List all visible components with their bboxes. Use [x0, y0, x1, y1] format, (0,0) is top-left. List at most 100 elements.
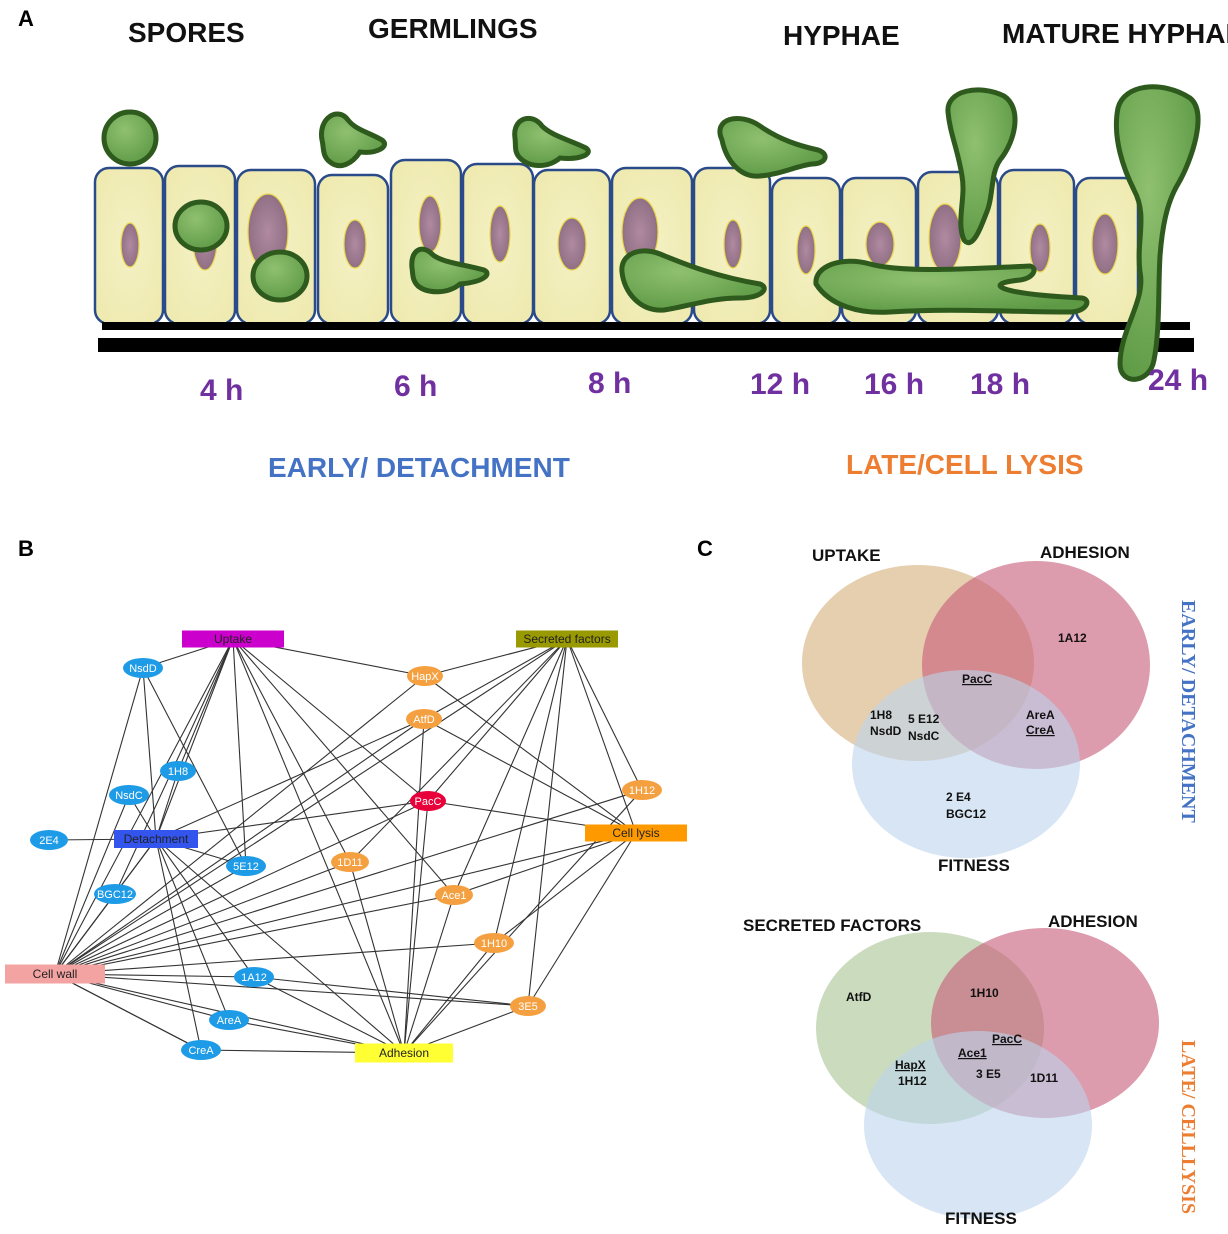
network-node-label: HapX: [411, 671, 439, 683]
network-node-adhesion: Adhesion: [355, 1043, 453, 1063]
time-label-6h: 6 h: [394, 370, 437, 403]
network-node-label: Secreted factors: [523, 632, 610, 646]
network-node-shape: [474, 933, 514, 953]
network-node-label: BGC12: [97, 889, 133, 901]
network-edge-uptake-d1D11: [232, 638, 351, 863]
network-node-detachment: Detachment: [114, 830, 198, 848]
network-edge-secreted-atfD: [423, 638, 568, 720]
venn-item: AreA: [1026, 708, 1055, 722]
time-label-24h: 24 h: [1148, 364, 1208, 397]
spore: [101, 109, 159, 167]
nucleus: [120, 222, 140, 268]
network-node-shape: [114, 830, 198, 848]
network-node-shape: [435, 885, 473, 905]
venn-item: Ace1: [958, 1046, 987, 1060]
network-node-shape: [5, 964, 105, 984]
network-edge-h1H12-cellwall: [54, 789, 643, 975]
network-edge-secreted-e3E5: [527, 638, 568, 1007]
phase-label-early: EARLY/ DETACHMENT: [268, 452, 570, 483]
network-edge-secreted-d1D11: [349, 638, 568, 863]
nucleus: [343, 219, 367, 269]
network-node-label: NsdC: [115, 790, 143, 802]
network-node-shape: [355, 1043, 453, 1063]
network-edge-uptake-h1H8: [177, 638, 234, 772]
mature-hypha: [945, 87, 1018, 245]
venn-title-fitness: FITNESS: [938, 856, 1010, 875]
network-node-shape: [510, 996, 546, 1016]
network-node-shape: [516, 630, 618, 648]
network-edge-detachment-adhesion: [155, 838, 405, 1054]
substrate-line-top: [102, 322, 1190, 330]
hypha: [813, 258, 1090, 315]
network-edge-d1D11-adhesion: [349, 861, 405, 1054]
venn-item: BGC12: [946, 807, 986, 821]
venn-item: CreA: [1026, 723, 1055, 737]
time-label-18h: 18 h: [970, 368, 1030, 401]
network-node-nsdC: NsdC: [109, 785, 149, 805]
venn-item: 2 E4: [946, 790, 971, 804]
spore: [250, 249, 310, 303]
time-label-16h: 16 h: [864, 368, 924, 401]
network-node-shape: [585, 824, 687, 842]
germling: [409, 246, 490, 295]
network-edge-uptake-pacC: [232, 638, 429, 802]
network-edge-a1A12-adhesion: [253, 976, 405, 1054]
venn-item: 1H10: [970, 986, 999, 1000]
network-node-e3E5: 3E5: [510, 996, 546, 1016]
network-node-label: 1H10: [481, 938, 507, 950]
network-edge-secreted-h1H12: [566, 638, 643, 791]
network-node-label: PacC: [415, 796, 442, 808]
nucleus: [723, 219, 743, 269]
network-node-a1A12: 1A12: [234, 967, 274, 987]
venn-title-fitness: FITNESS: [945, 1209, 1017, 1228]
network-node-e5E12: 5E12: [226, 856, 266, 876]
network-edge-nsdD-e5E12: [142, 667, 247, 867]
venn-title-uptake: UPTAKE: [812, 546, 881, 565]
network-node-label: 3E5: [518, 1001, 538, 1013]
network-node-label: AtfD: [413, 714, 434, 726]
network-node-pacC: PacC: [410, 791, 446, 811]
network-node-label: 5E12: [233, 861, 259, 873]
network-edge-pacC-cellwall: [54, 800, 429, 975]
network-node-label: 1H8: [168, 766, 188, 778]
network-edge-hapX-cellwall: [54, 675, 426, 975]
network-node-atfD: AtfD: [406, 709, 442, 729]
stage-label-mature-hyphae: MATURE HYPHAE: [1002, 18, 1228, 49]
venn-item: 1H8: [870, 708, 892, 722]
network-node-shape: [410, 791, 446, 811]
network-edge-atfD-celllysis: [423, 718, 637, 834]
network-node-shape: [94, 884, 136, 904]
venn-item: PacC: [992, 1032, 1022, 1046]
network-node-creA: CreA: [181, 1040, 221, 1060]
network-edge-secreted-h1H10: [493, 638, 568, 944]
network-node-shape: [407, 666, 443, 686]
network-edge-detachment-atfD: [155, 718, 425, 840]
network-node-shape: [234, 967, 274, 987]
network-edge-uptake-ace1: [232, 638, 455, 896]
time-label-12h: 12 h: [750, 368, 810, 401]
network-edge-atfD-cellwall: [54, 718, 425, 975]
network-node-label: AreA: [217, 1015, 242, 1027]
venn-title-adhesion: ADHESION: [1040, 543, 1130, 562]
venn-item: 3 E5: [976, 1067, 1001, 1081]
network-edge-cellwall-e5E12: [54, 865, 247, 975]
network-node-d1D11: 1D11: [331, 852, 369, 872]
network-node-h1H10: 1H10: [474, 933, 514, 953]
network-edge-uptake-e5E12: [232, 638, 247, 867]
network-node-label: Detachment: [124, 832, 189, 846]
substrate-line-bottom: [98, 338, 1194, 352]
network-node-celllysis: Cell lysis: [585, 824, 687, 842]
network-node-shape: [109, 785, 149, 805]
network-node-hapX: HapX: [407, 666, 443, 686]
venn-early: UPTAKE ADHESION FITNESS 1A12 PacC 1H8 Ns…: [802, 543, 1199, 875]
venn-item: 5 E12: [908, 712, 940, 726]
network-edge-secreted-cellwall: [54, 638, 568, 975]
network-node-label: Cell wall: [33, 967, 78, 981]
network-node-bgc12: BGC12: [94, 884, 136, 904]
network-node-label: Adhesion: [379, 1046, 429, 1060]
network-node-shape: [160, 761, 196, 781]
germling: [319, 111, 387, 169]
venn-item: HapX: [895, 1058, 926, 1072]
